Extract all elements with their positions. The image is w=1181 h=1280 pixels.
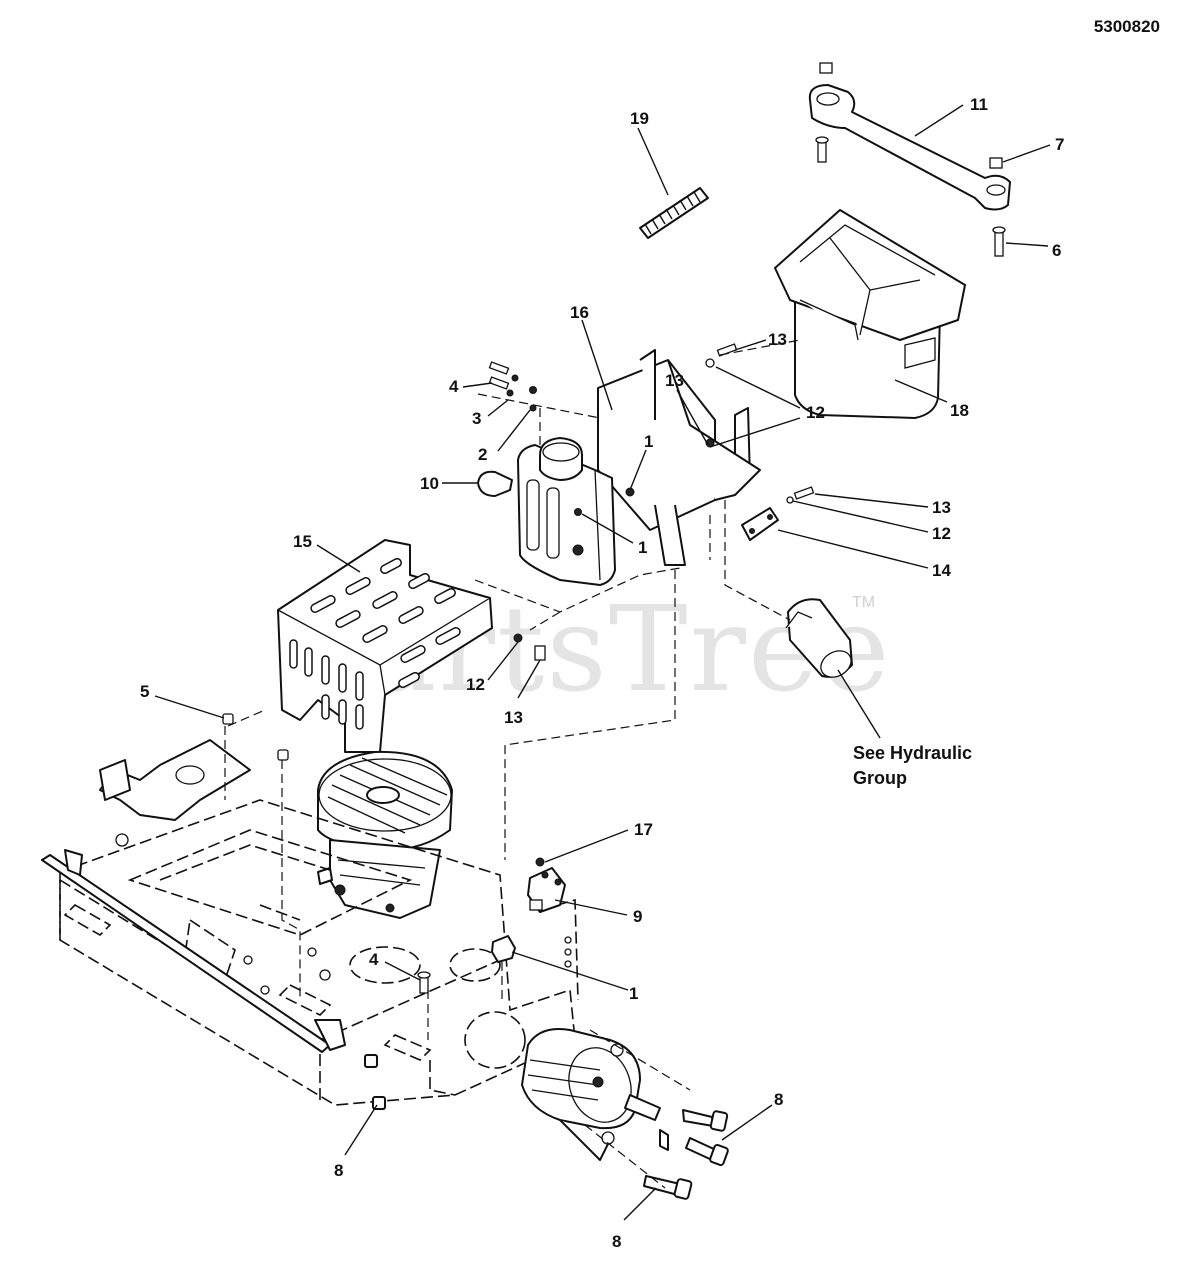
callout-14: 14 (932, 561, 951, 580)
callout-1-low: 1 (629, 984, 638, 1003)
part-reservoir-tank (477, 437, 616, 586)
callout-8-left: 8 (334, 1161, 343, 1180)
hardware-screws-washers (488, 343, 815, 661)
watermark-trademark: TM (852, 594, 875, 611)
callout-13-right: 13 (932, 498, 951, 517)
callout-7: 7 (1055, 135, 1064, 154)
callout-12-right: 12 (932, 524, 951, 543)
part-8-bolts (364, 1054, 729, 1200)
callout-8-bottom: 8 (612, 1232, 621, 1251)
callout-9: 9 (633, 907, 642, 926)
part-hydraulic-pump (521, 1028, 661, 1161)
callout-17: 17 (634, 820, 653, 839)
callout-12-top: 12 (806, 403, 825, 422)
part-9-solenoid (527, 867, 566, 913)
callout-13-mid: 13 (665, 371, 684, 390)
part-4-screw-low (417, 971, 431, 994)
callout-13-low: 13 (504, 708, 523, 727)
callout-12-low: 12 (466, 675, 485, 694)
part-15-heat-shield (277, 539, 493, 753)
part-1-bushing-low (491, 935, 516, 963)
callout-15: 15 (293, 532, 312, 551)
note-line-1: See Hydraulic (853, 743, 972, 763)
callout-6: 6 (1052, 241, 1061, 260)
callout-5: 5 (140, 682, 149, 701)
callout-16: 16 (570, 303, 589, 322)
part-16-bracket (597, 349, 761, 566)
callout-3: 3 (472, 409, 481, 428)
callout-19: 19 (630, 109, 649, 128)
part-18-battery-box (774, 209, 966, 419)
part-14-plate (741, 507, 779, 541)
document-number: 5300820 (1094, 17, 1160, 36)
hydraulic-group-note: See Hydraulic Group (853, 743, 972, 788)
part-5-screw (222, 713, 289, 761)
part-filter (785, 598, 853, 678)
note-line-2: Group (853, 768, 907, 788)
connector-lines (224, 339, 801, 1189)
callout-13-top: 13 (768, 330, 787, 349)
callout-1-mid: 1 (638, 538, 647, 557)
callout-11: 11 (970, 95, 988, 114)
part-linkage (41, 739, 346, 1053)
callout-4-low: 4 (369, 950, 379, 969)
callout-18: 18 (950, 401, 969, 420)
callout-2: 2 (478, 445, 487, 464)
part-17-nut (535, 857, 545, 867)
callout-8-right: 8 (774, 1090, 783, 1109)
callout-labels: 19 11 7 6 16 13 13 12 18 4 3 2 1 10 1 13… (140, 95, 1064, 1251)
callout-1-top: 1 (644, 432, 653, 451)
callout-10: 10 (420, 474, 439, 493)
callout-4-top: 4 (449, 377, 459, 396)
leader-lines (154, 104, 1051, 1221)
part-19-spring (639, 187, 709, 239)
part-engine (317, 750, 453, 919)
part-11-hold-down-bar (808, 62, 1011, 257)
